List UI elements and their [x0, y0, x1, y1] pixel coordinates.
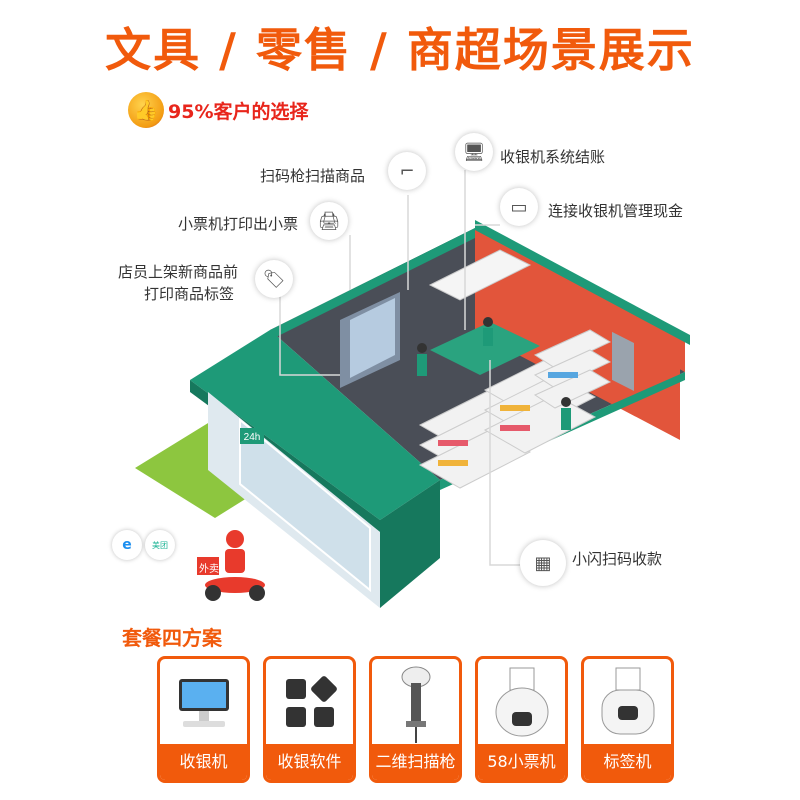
front-glass — [239, 417, 371, 593]
barcode-scanner-icon — [401, 666, 430, 743]
shelves — [418, 329, 612, 489]
callout-cashier: 收银机系统结账 — [500, 148, 606, 166]
back-door — [612, 331, 634, 392]
wall-shelf — [428, 249, 532, 301]
delivery-rider — [197, 530, 265, 601]
callout-receipt: 小票机打印出小票 — [178, 215, 299, 233]
qr-payment-icon: ▦ — [520, 540, 566, 586]
callout-label-line2: 打印商品标签 — [144, 285, 235, 303]
package-receipt-printer[interactable]: 58小票机 — [475, 656, 568, 783]
callout-flash: 小闪扫码收款 — [572, 550, 663, 568]
clerk-body — [483, 328, 493, 346]
store-sign: 24h — [244, 432, 261, 443]
cash-drawer-icon: ▭ — [500, 188, 538, 226]
front-roof — [190, 330, 440, 520]
checkout-counter — [430, 322, 540, 375]
store-sign-bg — [240, 428, 264, 444]
package-label: 收银软件 — [266, 744, 353, 780]
receipt-printer-icon: 🖨 — [310, 202, 348, 240]
receipt-printer-icon — [495, 667, 548, 737]
delivery-box-text: 外卖 — [199, 564, 219, 575]
fridge-glass — [350, 298, 395, 378]
customer-body — [417, 354, 427, 376]
label-printer-icon: 🏷 — [255, 260, 293, 298]
barcode-scanner-icon: ⌐ — [388, 152, 426, 190]
package-label: 标签机 — [584, 744, 671, 780]
thumbs-up-icon: 👍 — [128, 92, 164, 128]
package-label-printer[interactable]: 标签机 — [581, 656, 674, 783]
callout-scanner: 扫码枪扫描商品 — [260, 167, 366, 185]
package-pos[interactable]: 收银机 — [157, 656, 250, 783]
meituan-icon: 美团 — [145, 530, 175, 560]
pos-terminal-icon — [178, 679, 229, 727]
customer-head — [417, 343, 427, 353]
package-label: 二维扫描枪 — [372, 744, 459, 780]
page-title: 文具 / 零售 / 商超场景展示 — [105, 23, 695, 77]
package-list: 收银机 收银软件 二维扫描枪 — [157, 656, 674, 783]
leader-lines — [279, 170, 520, 566]
software-grid-icon — [285, 676, 337, 727]
pos-terminal-icon: 🖥 — [455, 133, 493, 171]
package-label: 收银机 — [160, 744, 247, 780]
customer-choice-text: 95%客户的选择 — [168, 100, 309, 123]
back-wall-top — [475, 220, 690, 345]
shelf-goods — [438, 372, 578, 466]
front-side — [380, 480, 440, 608]
package-label: 58小票机 — [478, 744, 565, 780]
eleme-icon: e — [112, 530, 142, 560]
shopper-head — [561, 397, 571, 407]
clerk-head — [483, 317, 493, 327]
packages-title: 套餐四方案 — [122, 626, 222, 650]
package-scanner[interactable]: 二维扫描枪 — [369, 656, 462, 783]
left-wall — [270, 228, 475, 340]
package-software[interactable]: 收银软件 — [263, 656, 356, 783]
label-printer-icon — [601, 667, 654, 735]
customer-choice-badge: 👍 95%客户的选择 — [128, 92, 308, 128]
shopper-body — [561, 408, 571, 430]
callout-drawer: 连接收银机管理现金 — [548, 202, 684, 220]
callout-label-line1: 店员上架新商品前 — [118, 263, 239, 281]
